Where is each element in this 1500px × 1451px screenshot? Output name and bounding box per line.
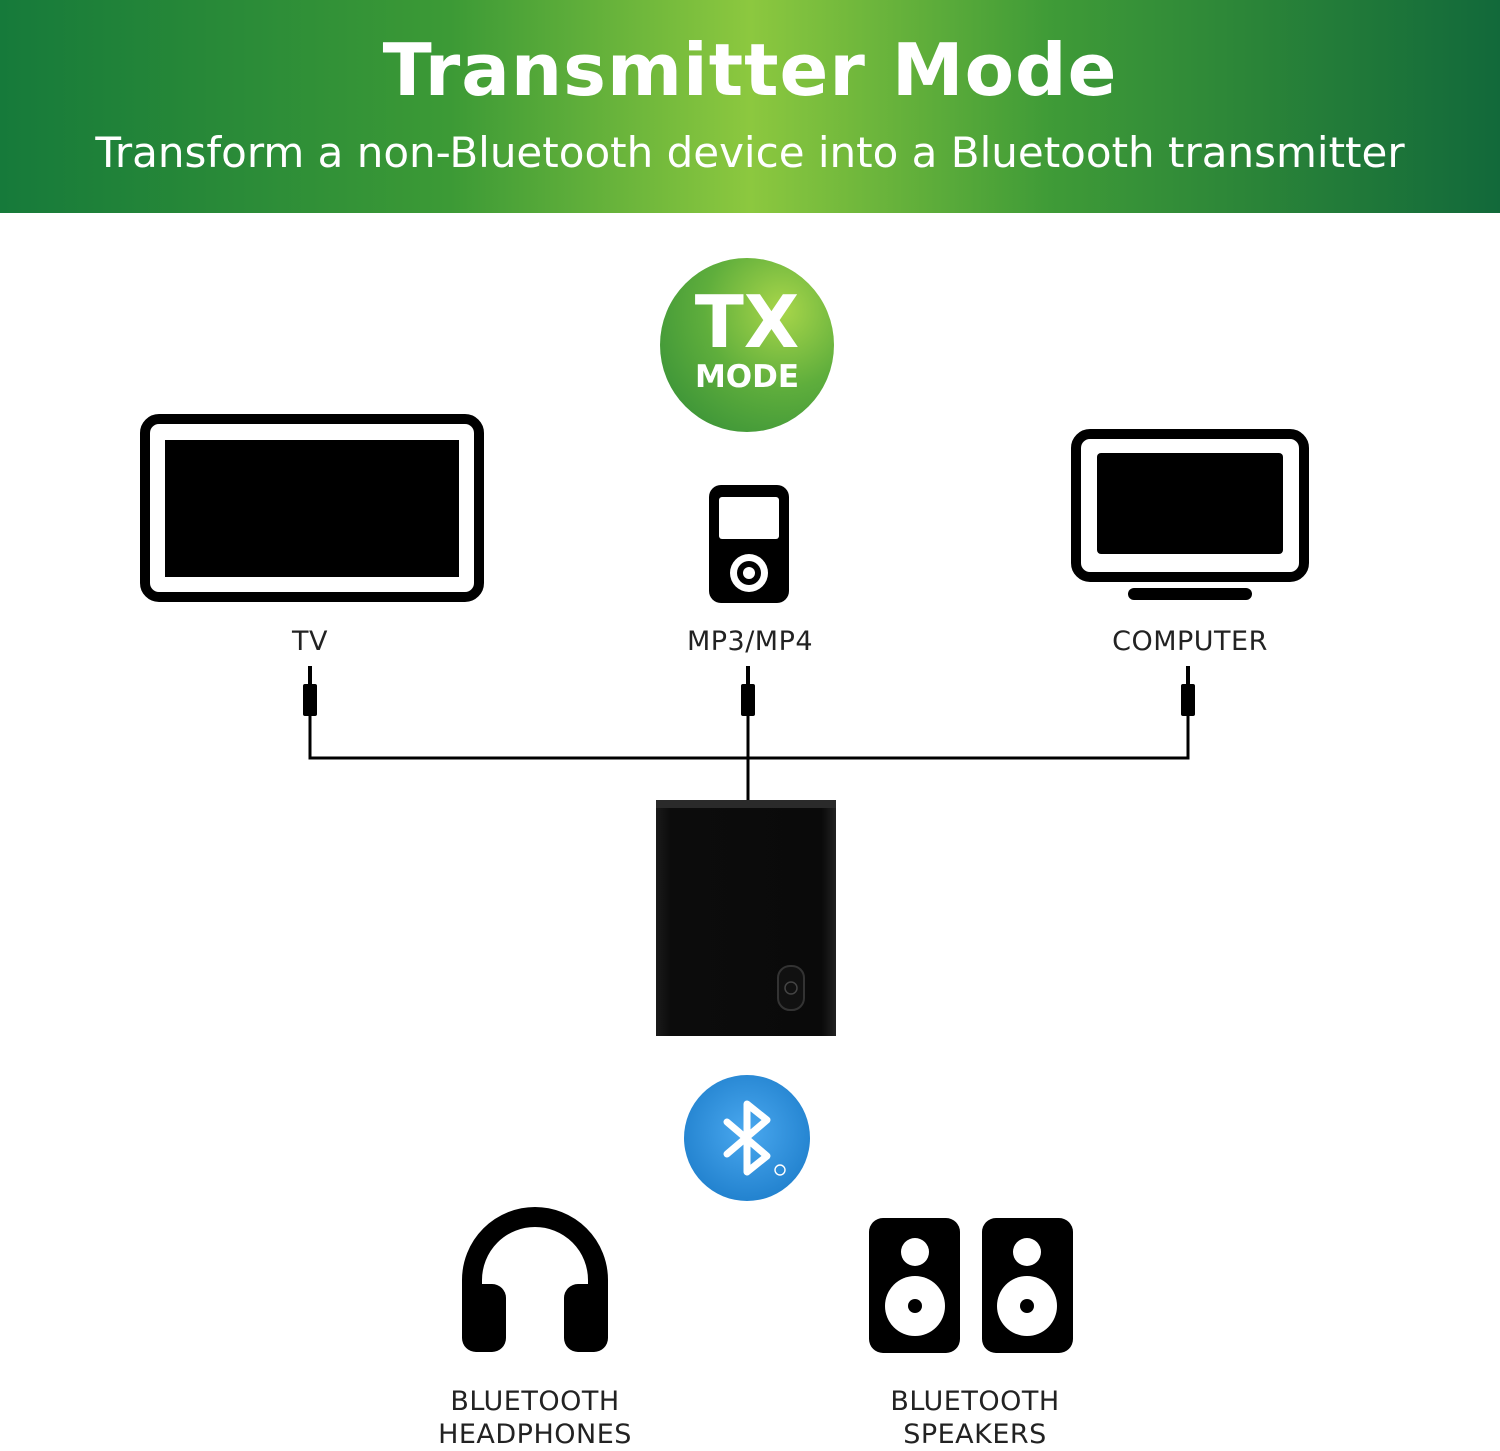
page-subtitle: Transform a non-Bluetooth device into a … — [95, 128, 1405, 177]
label-headphones-line2: HEADPHONES — [438, 1419, 632, 1450]
label-mp3: MP3/MP4 — [686, 626, 814, 657]
audio-cables — [308, 712, 1190, 800]
label-speakers-line2: SPEAKERS — [903, 1419, 1047, 1450]
page-title: Transmitter Mode — [382, 28, 1118, 112]
computer-monitor-icon — [1071, 429, 1309, 600]
speakers-icon — [869, 1218, 1073, 1353]
audio-jack-mp3 — [741, 666, 755, 716]
tv-icon — [140, 414, 484, 602]
label-headphones: BLUETOOTH HEADPHONES — [405, 1385, 665, 1451]
audio-jack-tv — [303, 666, 317, 716]
label-computer: COMPUTER — [1112, 626, 1268, 657]
headphones-icon — [462, 1207, 608, 1352]
tx-mode-badge: TX MODE — [660, 258, 834, 432]
label-speakers: BLUETOOTH SPEAKERS — [845, 1385, 1105, 1451]
badge-line1: TX — [694, 280, 800, 364]
bluetooth-transmitter-device-icon — [656, 800, 836, 1036]
audio-jack-computer — [1181, 666, 1195, 716]
badge-line2: MODE — [694, 359, 800, 395]
label-headphones-line1: BLUETOOTH — [450, 1386, 620, 1417]
label-tv: TV — [292, 626, 328, 657]
bluetooth-icon — [684, 1075, 810, 1201]
mp3-player-icon — [709, 485, 789, 603]
header-banner: Transmitter Mode Transform a non-Bluetoo… — [0, 0, 1500, 213]
label-speakers-line1: BLUETOOTH — [890, 1386, 1060, 1417]
